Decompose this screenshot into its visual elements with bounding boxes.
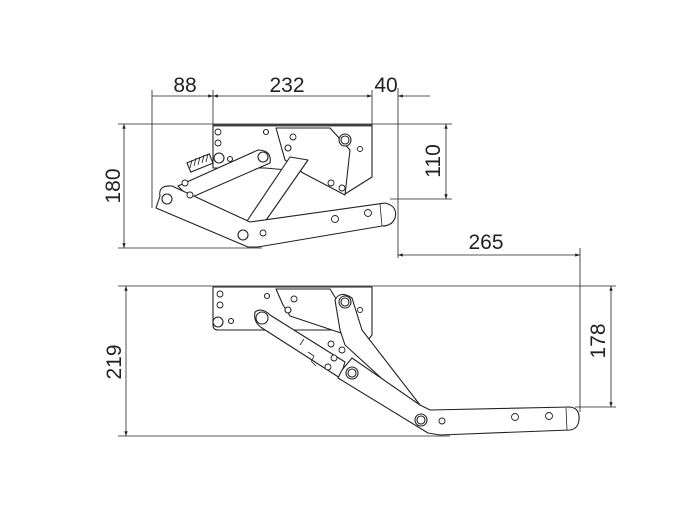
main-arm xyxy=(155,185,397,248)
dim-label-180: 180 xyxy=(102,168,125,203)
main-arm xyxy=(337,357,580,436)
pivots xyxy=(161,128,352,241)
dim-label-40: 40 xyxy=(374,74,397,97)
screws xyxy=(216,290,553,425)
closed-view: 88 232 40 180 110 265 xyxy=(102,74,581,412)
pivots xyxy=(212,292,428,427)
dim-label-265: 265 xyxy=(468,231,503,254)
upper-arm xyxy=(177,149,271,199)
closed-view-dimension-lines xyxy=(118,88,581,412)
dim-label-110: 110 xyxy=(422,144,445,177)
screws xyxy=(181,128,372,237)
dim-label-219: 219 xyxy=(103,344,126,379)
closed-mechanism xyxy=(155,124,397,248)
upper-bracket xyxy=(275,127,351,196)
open-view-dimension-lines xyxy=(118,285,616,437)
spring-detail xyxy=(299,338,317,367)
open-mechanism xyxy=(212,286,580,436)
open-view: 219 178 xyxy=(103,285,616,437)
dim-label-178: 178 xyxy=(587,323,610,358)
dim-label-88: 88 xyxy=(173,74,196,97)
dim-label-232: 232 xyxy=(269,74,304,97)
